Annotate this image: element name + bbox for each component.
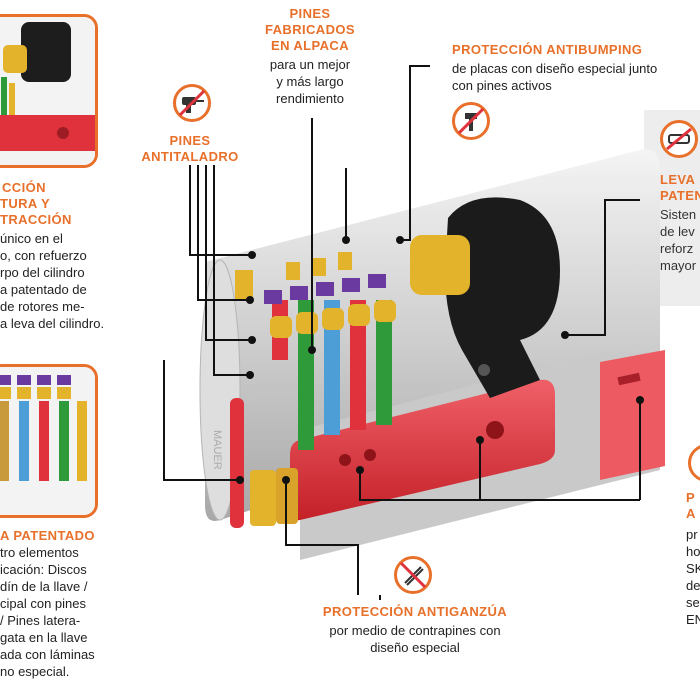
pines-alpaca-title-line: FABRICADOS bbox=[265, 22, 355, 37]
black-cam bbox=[445, 197, 560, 398]
left-top-body: único en el o, con refuerzo rpo del cili… bbox=[0, 230, 104, 332]
left-bottom-body-line: icación: Discos bbox=[0, 562, 87, 577]
antibumping-title: PROTECCIÓN ANTIBUMPING bbox=[452, 42, 643, 57]
red-rotor bbox=[290, 379, 555, 521]
antitaladro-title-line: PINES bbox=[169, 133, 211, 148]
pines-alpaca-body-line: para un mejor bbox=[269, 57, 351, 72]
pin-stacks bbox=[230, 252, 396, 528]
cylinder-break-icon bbox=[660, 120, 698, 158]
left-bottom-body-line: / Pines latera- bbox=[0, 613, 81, 628]
pines-alpaca-title-line: PINES bbox=[289, 6, 331, 21]
left-bottom-body-line: tro elementos bbox=[0, 545, 79, 560]
left-bottom-body-line: cipal con pines bbox=[0, 596, 86, 611]
leva-body-line: reforz bbox=[660, 241, 694, 256]
left-top-body-line: de rotores me- bbox=[0, 299, 85, 314]
antiganzua-body: por medio de contrapines con diseño espe… bbox=[270, 622, 560, 656]
leva-title: LEVA PATEN bbox=[660, 172, 700, 204]
antitaladro-title: PINES ANTITALADRO bbox=[130, 133, 250, 165]
antibumping-body: de placas con diseño especial junto con … bbox=[452, 60, 657, 94]
left-top-body-line: a leva del cilindro. bbox=[0, 316, 105, 331]
pines-alpaca-title-line: EN ALPACA bbox=[271, 38, 349, 53]
left-bottom-body-line: ada con láminas bbox=[0, 647, 95, 662]
leva-title-line-1: LEVA bbox=[660, 172, 696, 187]
leva-body: Sisten de lev reforz mayor bbox=[660, 206, 696, 274]
left-bottom-body-line: gata en la llave bbox=[0, 630, 88, 645]
leva-body-line: de lev bbox=[660, 224, 695, 239]
pines-alpaca-body-line: rendimiento bbox=[276, 91, 344, 106]
red-plate bbox=[600, 350, 665, 480]
right-bottom-body-line: ho bbox=[686, 544, 700, 559]
leva-title-line-2: PATEN bbox=[660, 188, 700, 203]
leva-body-line: Sisten bbox=[660, 207, 697, 222]
antiganzua-body-line: por medio de contrapines con bbox=[329, 623, 501, 638]
inset-detail-top bbox=[0, 14, 98, 168]
lockpick-prohibited-icon bbox=[394, 556, 432, 594]
left-top-title-line-1: CCIÓN bbox=[2, 180, 46, 195]
inset-detail-mid bbox=[0, 364, 98, 518]
right-bottom-body: pr ho SK de se EN bbox=[686, 526, 700, 628]
hammer-prohibited-icon bbox=[452, 102, 490, 140]
antibumping-body-line: de placas con diseño especial junto bbox=[452, 61, 658, 76]
drill-prohibited-icon bbox=[173, 84, 211, 122]
gold-bushing bbox=[410, 235, 470, 295]
antiganzua-body-line: diseño especial bbox=[370, 640, 460, 655]
pines-alpaca-body-line: y más largo bbox=[276, 74, 344, 89]
left-top-body-line: único en el bbox=[0, 231, 63, 246]
right-bottom-body-line: se bbox=[686, 595, 700, 610]
left-bottom-body-line: dín de la llave / bbox=[0, 579, 88, 594]
left-bottom-title: A PATENTADO bbox=[0, 528, 95, 543]
leva-body-line: mayor bbox=[660, 258, 697, 273]
pines-alpaca-body: para un mejor y más largo rendimiento bbox=[250, 56, 370, 107]
pines-alpaca-title: PINES FABRICADOS EN ALPACA bbox=[250, 6, 370, 54]
leader-dots bbox=[236, 236, 644, 484]
left-bottom-body-line: no especial. bbox=[0, 664, 70, 679]
left-top-body-line: a patentado de bbox=[0, 282, 87, 297]
right-bottom-body-line: EN bbox=[686, 612, 700, 627]
antiganzua-title: PROTECCIÓN ANTIGANZÚA bbox=[322, 604, 508, 619]
right-bottom-title-line: A bbox=[686, 506, 696, 521]
right-bottom-body-line: de bbox=[686, 578, 700, 593]
pin-detail-illustration bbox=[0, 17, 95, 165]
leader-lines bbox=[163, 65, 641, 600]
right-bottom-body-line: pr bbox=[686, 527, 698, 542]
right-bottom-body-line: SK bbox=[686, 561, 700, 576]
right-bottom-title-line: P bbox=[686, 490, 696, 505]
cylinder-engraving: MAUER bbox=[211, 430, 223, 470]
pins-detail-illustration bbox=[0, 367, 95, 515]
antibumping-body-line: con pines activos bbox=[452, 78, 552, 93]
left-top-title-line-2: TURA Y bbox=[0, 196, 51, 211]
left-top-title: CCIÓN TURA Y TRACCIÓN bbox=[0, 180, 72, 228]
left-top-title-line-3: TRACCIÓN bbox=[0, 212, 72, 227]
right-bottom-title: P A bbox=[686, 490, 696, 522]
antitaladro-title-line: ANTITALADRO bbox=[141, 149, 239, 164]
left-top-body-line: o, con refuerzo bbox=[0, 248, 87, 263]
left-bottom-body: tro elementos icación: Discos dín de la … bbox=[0, 544, 95, 680]
left-top-body-line: rpo del cilindro bbox=[0, 265, 85, 280]
